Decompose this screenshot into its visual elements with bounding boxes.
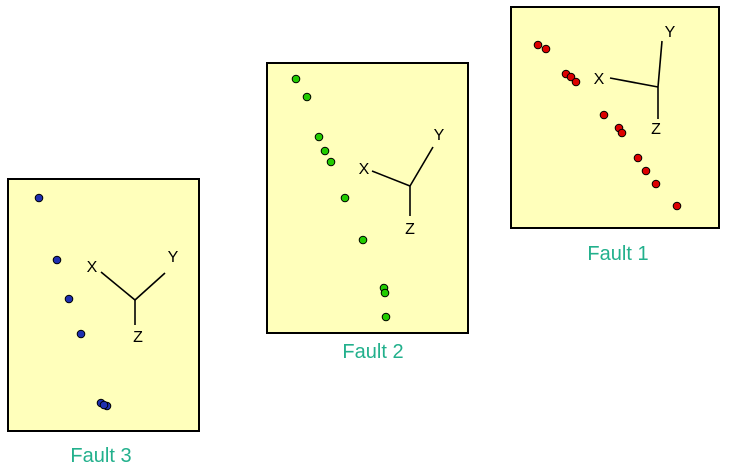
fault-3-dot-4 [76,329,86,339]
fault-3-group: X Y Z [7,178,200,432]
fault-3-axis-y [134,272,166,301]
fault-2-dot-4 [320,146,330,156]
fault-1-dot-4 [566,72,576,82]
fault-3-dot-3 [64,294,74,304]
fault-3-axis-label-y: Y [168,249,179,266]
fault-1-axis-label-y: Y [665,24,676,41]
fault-1-axis-x [609,77,659,88]
fault-1-axis-y [657,40,663,88]
fault-2-dot-7 [358,235,368,245]
fault-1-dot-9 [633,153,643,163]
fault-2-dot-10 [381,312,391,322]
fault-2-dot-1 [291,74,301,84]
fault-1-axes: X Y Z [594,24,676,138]
fault-3-dot-7 [99,400,109,410]
fault-1-axis-label-z: Z [651,121,661,138]
fault-1-dot-10 [641,166,651,176]
fault-2-dot-3 [314,132,324,142]
fault-3-panel [7,178,200,432]
fault-1-dot-11 [651,179,661,189]
fault-2-axis-label-x: X [359,161,370,178]
fault-1-axis-label-x: X [594,71,605,88]
fault-1-dot-1 [533,40,543,50]
fault-1-dot-5 [571,77,581,87]
fault-2-dot-9 [380,288,390,298]
fault-1-dot-6 [599,110,609,120]
fault-2-axis-x [371,170,411,187]
fault-2-group: X Y Z [266,62,469,334]
fault-3-dot-2 [52,255,62,265]
fault-1-dot-2 [541,44,551,54]
fault-2-axes: X Y Z [359,127,445,238]
fault-3-caption: Fault 3 [70,445,132,467]
fault-1-group: X Y Z [510,6,720,229]
fault-1-panel [510,6,720,229]
fault-3-dot-1 [34,193,44,203]
fault-3-axis-label-x: X [87,259,98,276]
fault-1-caption: Fault 1 [587,243,649,265]
fault-3-axis-label-z: Z [133,329,143,346]
fault-2-caption: Fault 2 [342,341,404,363]
fault-3-axis-x [100,271,136,301]
fault-1-dot-8 [617,128,627,138]
fault-2-axis-y [409,146,434,187]
fault-3-dots [34,193,112,411]
fault-2-axis-label-y: Y [434,127,445,144]
fault-2-dot-6 [340,193,350,203]
fault-2-dot-5 [326,157,336,167]
fault-3-axes: X Y Z [87,249,179,346]
fault-2-panel [266,62,469,334]
fault-2-dots [291,74,391,322]
fault-1-dots [533,40,682,211]
fault-1-dot-12 [672,201,682,211]
fault-2-dot-2 [302,92,312,102]
fault-2-axis-label-z: Z [405,221,415,238]
